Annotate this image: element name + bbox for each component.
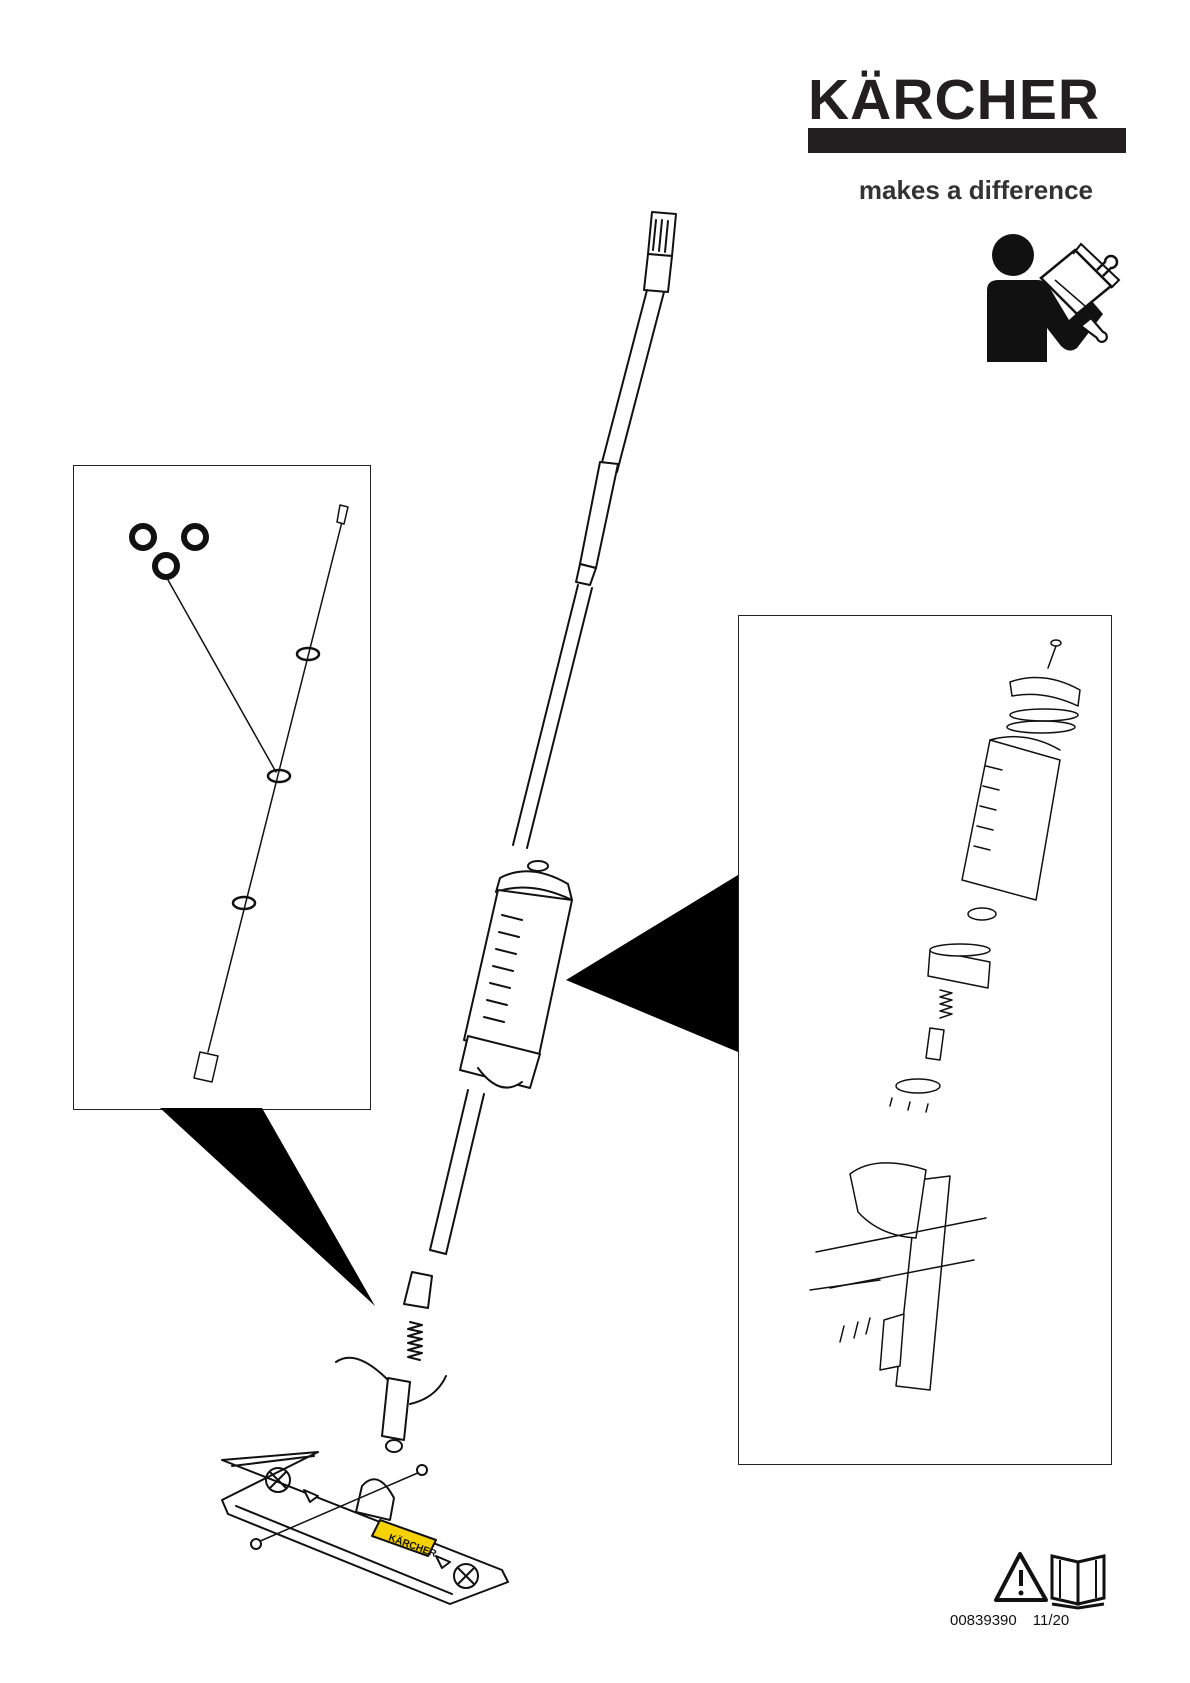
- brand-tagline: makes a difference: [858, 175, 1093, 205]
- detail-panel-right: [738, 615, 1112, 1465]
- doc-date: 11/20: [1032, 1612, 1070, 1629]
- fluid-tank: [459, 860, 573, 1089]
- callout-pointer-right: [566, 875, 738, 1052]
- callout-pointer-left: [160, 1108, 375, 1306]
- mop-plate-logo: KÄRCHER: [387, 1531, 439, 1561]
- spring: [407, 1321, 423, 1361]
- handle-grip: [643, 211, 677, 293]
- pole-upper: [599, 289, 648, 471]
- doc-number: 00839390: [950, 1612, 1017, 1629]
- brand-underline-bar: [808, 128, 1126, 153]
- coupling-nut: [403, 1271, 433, 1309]
- brand-logo: KÄRCHER: [808, 68, 1100, 132]
- mop-plate: KÄRCHER: [221, 1451, 509, 1605]
- detail-panel-left: [73, 465, 371, 1110]
- document-code: 00839390 11/20: [950, 1612, 1085, 1629]
